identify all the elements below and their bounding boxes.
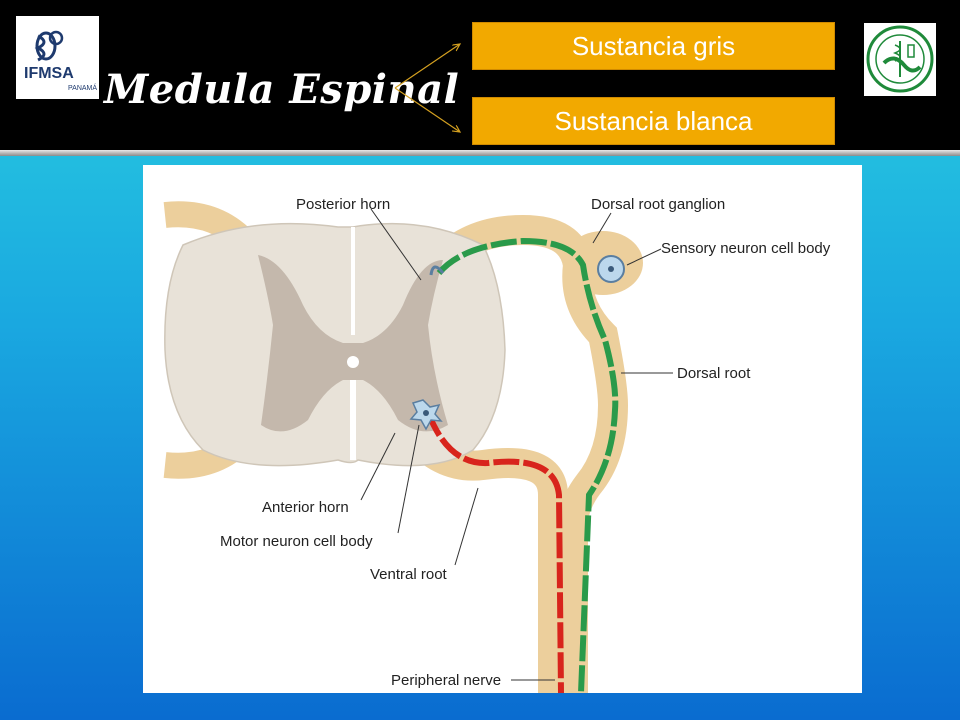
tag-sustancia-blanca: Sustancia blanca xyxy=(472,97,835,145)
central-canal xyxy=(347,356,359,368)
ifmsa-logo-text: IFMSA xyxy=(24,65,74,82)
label-peripheral-nerve: Peripheral nerve xyxy=(391,672,501,689)
faculty-seal-logo xyxy=(864,23,936,96)
title-arrows xyxy=(394,0,960,160)
label-ventral-root: Ventral root xyxy=(370,566,448,583)
leader-dorsal-root-ganglion xyxy=(592,212,612,244)
ifmsa-logo-subtext: PANAMÁ xyxy=(68,83,97,92)
spinal-cord-diagram: Posterior horn Dorsal root ganglion Sens… xyxy=(143,165,862,694)
motor-fiber xyxy=(425,410,564,694)
sensory-nucleus xyxy=(608,266,614,272)
arrow-to-gris xyxy=(394,44,460,89)
leader-sensory-neuron xyxy=(626,248,662,266)
sensory-fiber xyxy=(436,237,619,694)
ifmsa-logo: IFMSA PANAMÁ xyxy=(16,16,99,99)
header-bar: IFMSA PANAMÁ Medula Espinal Sustancia gr… xyxy=(0,0,960,150)
label-motor-neuron: Motor neuron cell body xyxy=(220,533,373,550)
tag-sustancia-gris: Sustancia gris xyxy=(472,22,835,70)
sensory-terminal xyxy=(429,265,445,276)
leader-ventral-root xyxy=(454,487,479,566)
label-sensory-neuron: Sensory neuron cell body xyxy=(661,240,831,257)
label-posterior-horn: Posterior horn xyxy=(296,196,390,213)
motor-nucleus xyxy=(423,410,429,416)
label-dorsal-root: Dorsal root xyxy=(677,365,751,382)
ventral-root xyxy=(401,424,568,693)
label-anterior-horn: Anterior horn xyxy=(262,499,349,516)
leader-posterior-horn xyxy=(370,208,422,281)
arrow-to-blanca xyxy=(394,87,460,132)
leader-anterior-horn xyxy=(360,432,396,501)
header-divider xyxy=(0,150,960,156)
gray-matter xyxy=(258,255,448,432)
leader-motor-neuron xyxy=(397,424,420,534)
label-dorsal-root-ganglion: Dorsal root ganglion xyxy=(591,196,725,213)
page-title: Medula Espinal xyxy=(104,66,460,113)
